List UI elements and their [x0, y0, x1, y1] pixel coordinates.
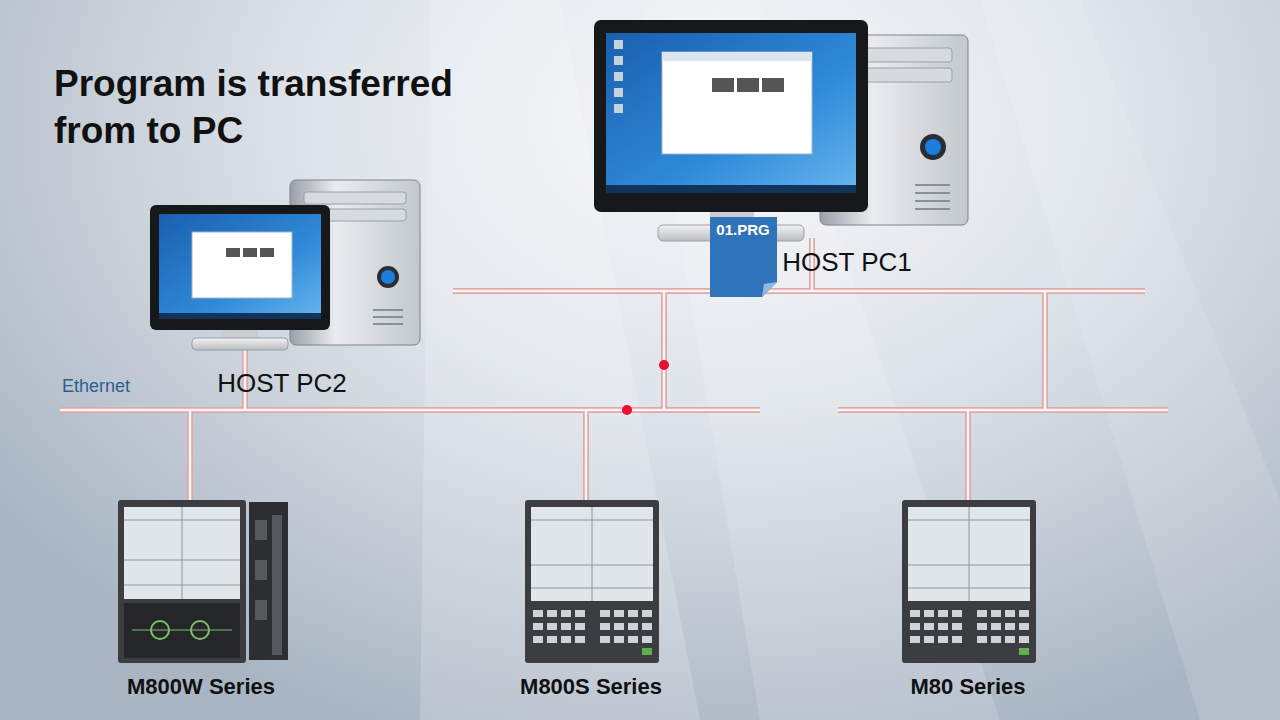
cnc-controller-illustration: [902, 500, 1036, 663]
data-packet: [659, 360, 669, 370]
host-pc-illustration: [150, 180, 420, 350]
data-packet: [622, 405, 632, 415]
device-label: M800S Series: [520, 674, 662, 700]
device-label: M80 Series: [911, 674, 1026, 700]
device-node: HOST PC1: [594, 20, 974, 280]
file-name: 01.PRG: [716, 221, 769, 238]
device-label: HOST PC2: [217, 368, 347, 399]
diagram-title: Program is transferred from to PC: [54, 60, 504, 154]
cnc-controller-illustration: [525, 500, 659, 663]
device-node: M800W Series: [110, 498, 300, 703]
device-node: M800S Series: [500, 498, 685, 703]
device-node: HOST PC2: [150, 180, 420, 400]
device-label: M800W Series: [127, 674, 275, 700]
device-node: M80 Series: [880, 498, 1060, 703]
device-label: HOST PC1: [782, 247, 912, 278]
cnc-controller-illustration: [118, 500, 288, 663]
light-beam: [980, 0, 1280, 720]
file-icon: [710, 217, 777, 297]
network-label: Ethernet: [62, 376, 130, 397]
host-pc-illustration: [594, 20, 968, 241]
